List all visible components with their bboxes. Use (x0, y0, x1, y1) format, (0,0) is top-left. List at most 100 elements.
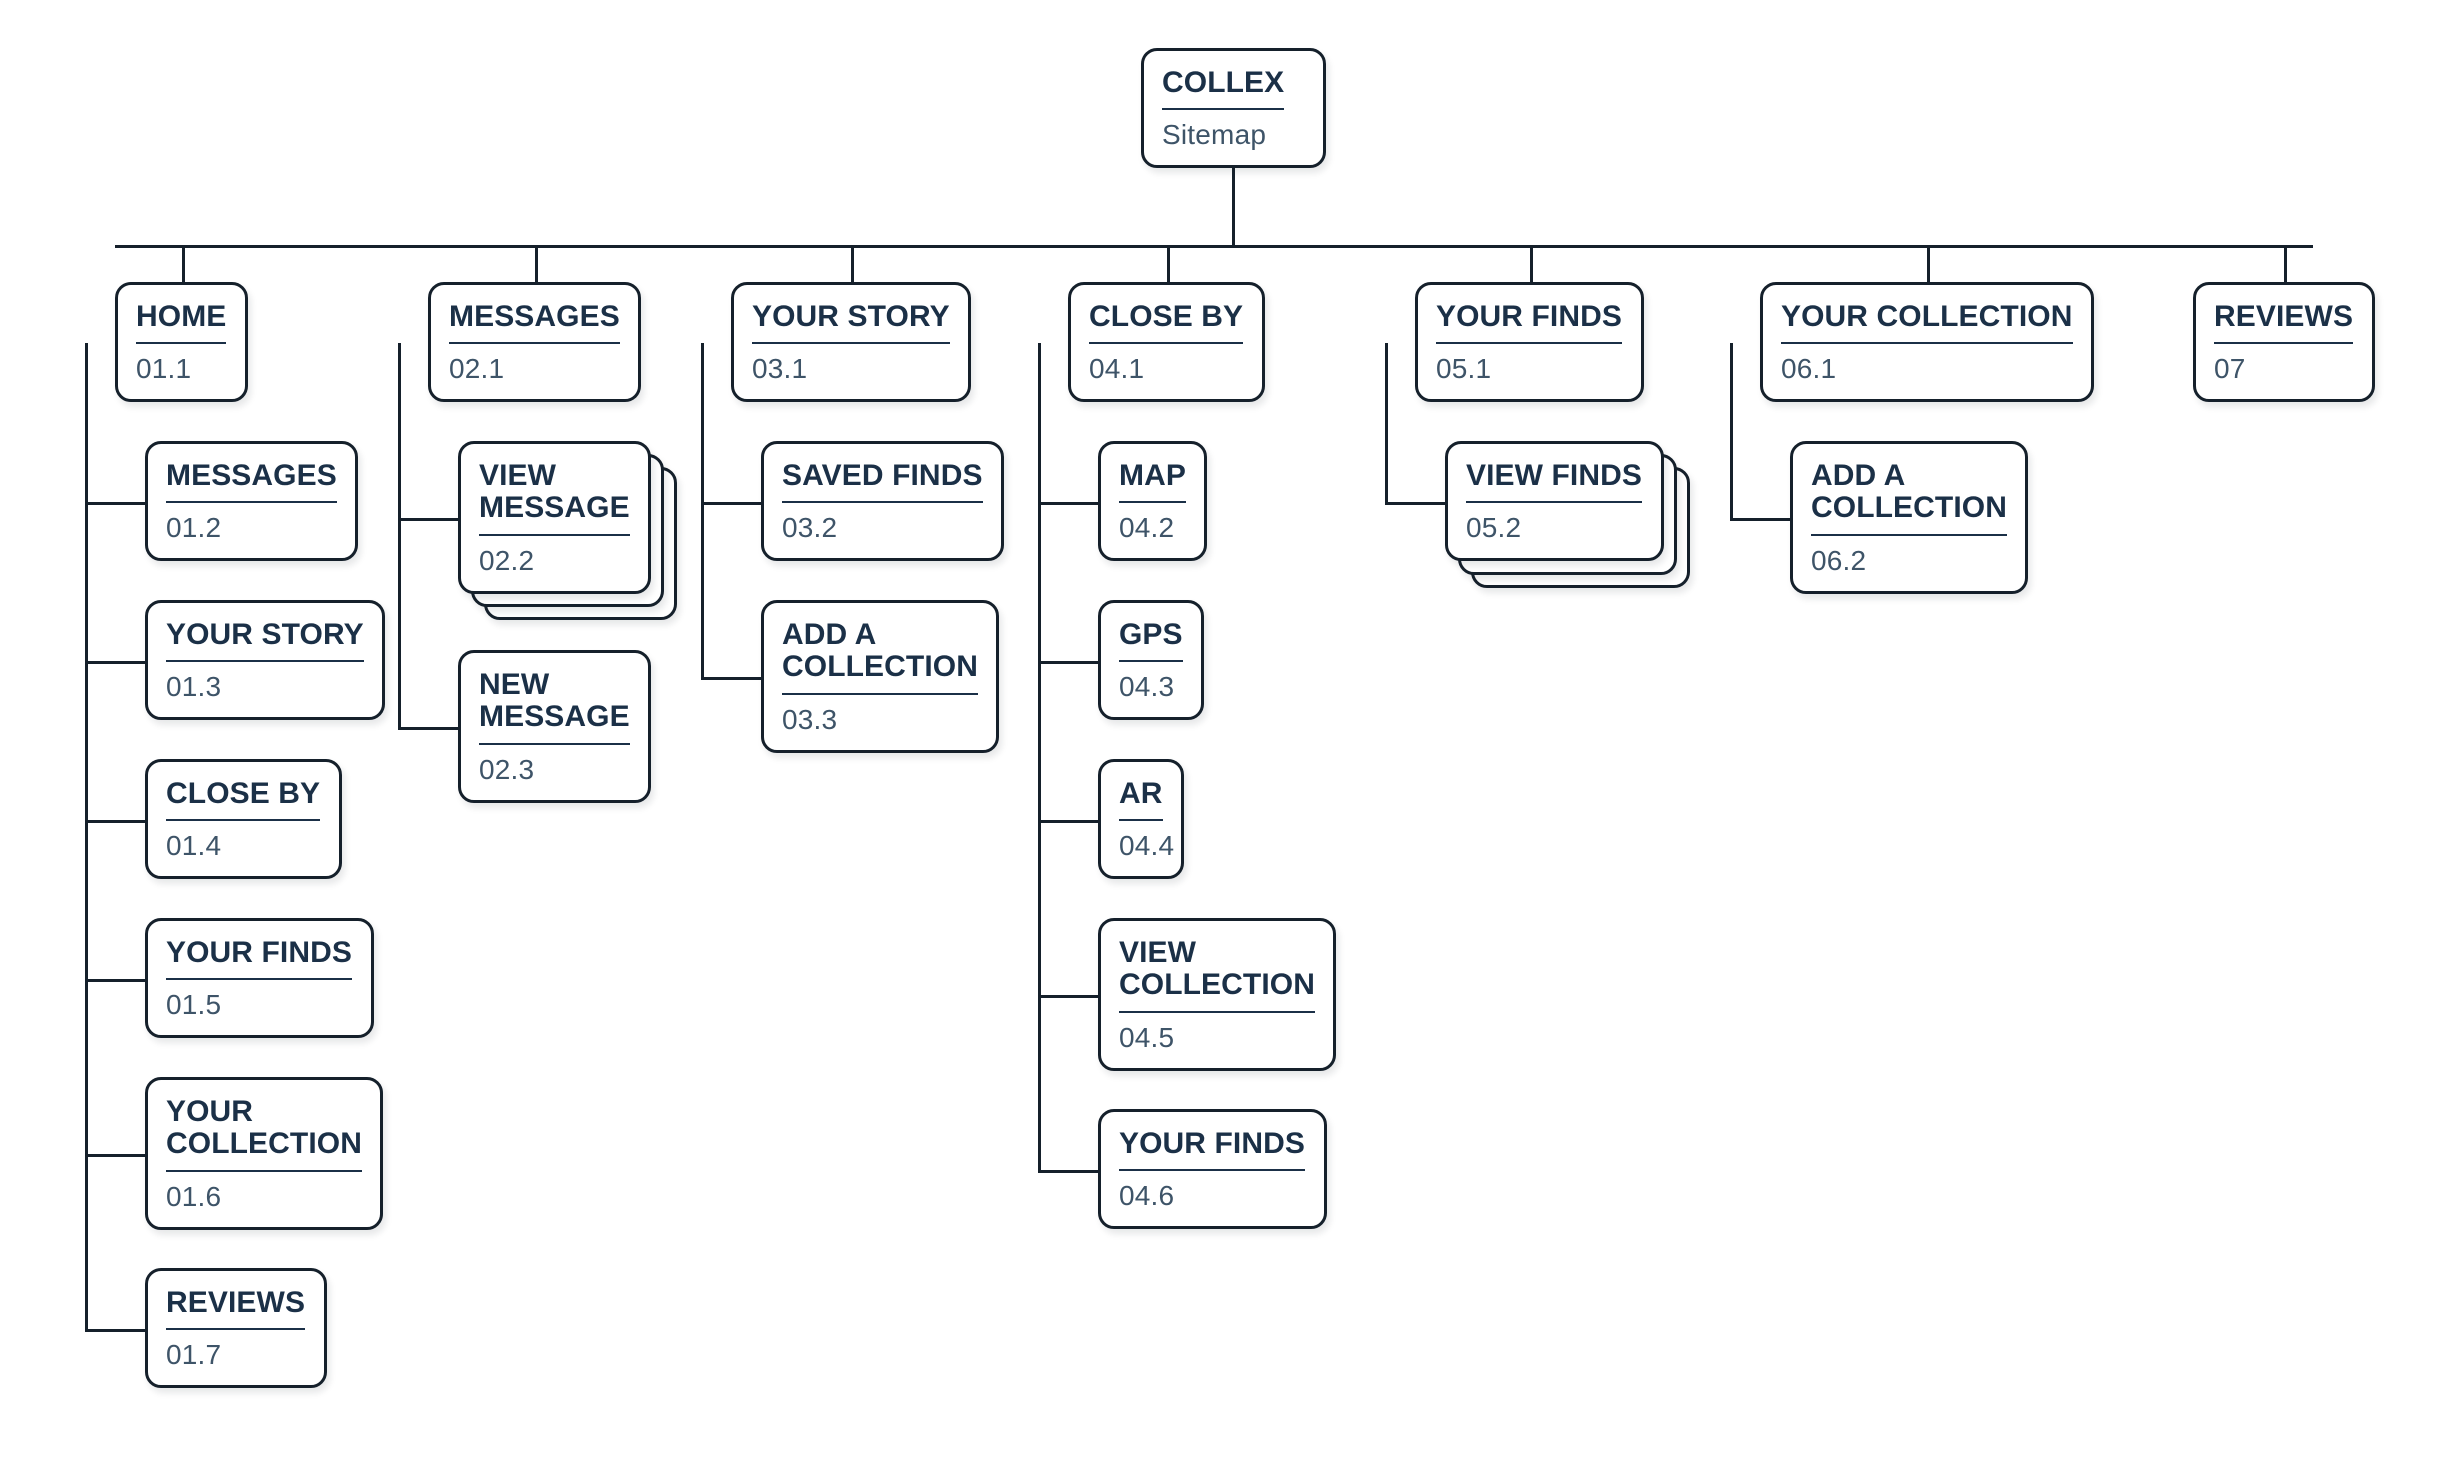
col-close-by-stub-04-2 (1038, 502, 1098, 505)
col-home-stub-01-7 (85, 1329, 145, 1332)
col-close-by-stub-04-5 (1038, 995, 1098, 998)
col-home-stub-01-3 (85, 661, 145, 664)
col-your-story-rail (701, 343, 704, 680)
col-your-collection-bus-drop (1927, 245, 1930, 282)
node-messages-02.1[interactable]: MESSAGES 02.1 (428, 282, 641, 403)
col-close-by-bus-drop (1167, 245, 1170, 282)
node-add-a-collection-06.2[interactable]: ADD A COLLECTION 06.2 (1790, 441, 2028, 594)
node-your-finds-01.5-title: YOUR FINDS (166, 936, 353, 981)
node-gps-04.3[interactable]: GPS 04.3 (1098, 600, 1204, 721)
node-add-a-collection-06.2-number: 06.2 (1811, 544, 1867, 576)
node-messages-02.1-number: 02.1 (449, 353, 505, 385)
node-add-a-collection-06.2-title: ADD A COLLECTION (1811, 459, 2007, 536)
node-new-message-02.3[interactable]: NEW MESSAGE 02.3 (458, 650, 651, 803)
node-your-story-01.3-title: YOUR STORY (166, 618, 364, 663)
root-node-number: Sitemap (1162, 119, 1267, 151)
node-view-finds-05.2-number: 05.2 (1466, 512, 1522, 544)
node-gps-04.3-title: GPS (1119, 618, 1183, 663)
node-reviews-01.7-title: REVIEWS (166, 1286, 306, 1331)
level1-bus-line (115, 245, 2313, 248)
node-reviews-07-number: 07 (2214, 353, 2246, 385)
node-close-by-04.1-title: CLOSE BY (1089, 300, 1244, 345)
node-new-message-02.3-number: 02.3 (479, 753, 535, 785)
node-map-04.2-title: MAP (1119, 459, 1186, 504)
node-home-01.1-number: 01.1 (136, 353, 192, 385)
node-messages-01.2[interactable]: MESSAGES 01.2 (145, 441, 358, 562)
node-home-01.1-title: HOME (136, 300, 227, 345)
node-close-by-01.4[interactable]: CLOSE BY 01.4 (145, 759, 342, 880)
node-messages-01.2-number: 01.2 (166, 512, 222, 544)
node-add-a-collection-03.3-title: ADD A COLLECTION (782, 618, 978, 695)
node-your-finds-04.6[interactable]: YOUR FINDS 04.6 (1098, 1109, 1327, 1230)
node-your-collection-06.1-title: YOUR COLLECTION (1781, 300, 2073, 345)
node-close-by-01.4-title: CLOSE BY (166, 777, 321, 822)
col-messages-rail (398, 343, 401, 730)
node-view-finds-05.2[interactable]: VIEW FINDS 05.2 (1445, 441, 1664, 562)
node-your-finds-05.1-title: YOUR FINDS (1436, 300, 1623, 345)
col-home-bus-drop (182, 245, 185, 282)
col-messages-stub-02-3 (398, 727, 458, 730)
node-add-a-collection-03.3[interactable]: ADD A COLLECTION 03.3 (761, 600, 999, 753)
col-reviews-bus-drop (2284, 245, 2287, 282)
node-your-collection-01.6-number: 01.6 (166, 1180, 222, 1212)
node-reviews-01.7-number: 01.7 (166, 1339, 222, 1371)
node-close-by-04.1-number: 04.1 (1089, 353, 1145, 385)
col-close-by-stub-04-3 (1038, 661, 1098, 664)
node-your-finds-01.5[interactable]: YOUR FINDS 01.5 (145, 918, 374, 1039)
node-reviews-07-title: REVIEWS (2214, 300, 2354, 345)
col-your-story-stub-03-2 (701, 502, 761, 505)
node-your-finds-01.5-number: 01.5 (166, 989, 222, 1021)
node-reviews-01.7[interactable]: REVIEWS 01.7 (145, 1268, 327, 1389)
col-messages-stub-02-2 (398, 518, 458, 521)
node-view-finds-05.2-title: VIEW FINDS (1466, 459, 1643, 504)
col-your-finds-stub-05-2 (1385, 502, 1445, 505)
node-view-collection-04.5-title: VIEW COLLECTION (1119, 936, 1315, 1013)
col-your-story-stub-03-3 (701, 677, 761, 680)
col-home-stub-01-4 (85, 820, 145, 823)
root-drop-line (1232, 158, 1235, 248)
col-home-rail (85, 343, 88, 1332)
node-map-04.2[interactable]: MAP 04.2 (1098, 441, 1207, 562)
node-close-by-01.4-number: 01.4 (166, 830, 222, 862)
node-reviews-07[interactable]: REVIEWS 07 (2193, 282, 2375, 403)
col-your-collection-stub-06-2 (1730, 518, 1790, 521)
col-your-finds-bus-drop (1530, 245, 1533, 282)
node-messages-02.1-title: MESSAGES (449, 300, 620, 345)
col-your-story-bus-drop (851, 245, 854, 282)
node-your-story-03.1-title: YOUR STORY (752, 300, 950, 345)
node-your-collection-06.1-number: 06.1 (1781, 353, 1837, 385)
root-node-title: COLLEX (1162, 66, 1285, 111)
node-your-collection-01.6-title: YOUR COLLECTION (166, 1095, 362, 1172)
node-view-collection-04.5[interactable]: VIEW COLLECTION 04.5 (1098, 918, 1336, 1071)
col-home-stub-01-5 (85, 979, 145, 982)
node-map-04.2-number: 04.2 (1119, 512, 1175, 544)
node-home-01.1[interactable]: HOME 01.1 (115, 282, 248, 403)
node-your-story-03.1-number: 03.1 (752, 353, 808, 385)
col-close-by-stub-04-4 (1038, 820, 1098, 823)
node-view-collection-04.5-number: 04.5 (1119, 1021, 1175, 1053)
node-ar-04.4-number: 04.4 (1119, 830, 1175, 862)
node-messages-01.2-title: MESSAGES (166, 459, 337, 504)
col-close-by-stub-04-6 (1038, 1170, 1098, 1173)
node-your-collection-06.1[interactable]: YOUR COLLECTION 06.1 (1760, 282, 2094, 403)
node-view-message-02.2-number: 02.2 (479, 544, 535, 576)
col-your-finds-rail (1385, 343, 1388, 505)
node-gps-04.3-number: 04.3 (1119, 671, 1175, 703)
node-new-message-02.3-title: NEW MESSAGE (479, 668, 630, 745)
node-add-a-collection-03.3-number: 03.3 (782, 703, 838, 735)
root-node-collex[interactable]: COLLEX Sitemap (1141, 48, 1326, 169)
col-close-by-rail (1038, 343, 1041, 1173)
node-your-collection-01.6[interactable]: YOUR COLLECTION 01.6 (145, 1077, 383, 1230)
node-saved-finds-03.2-number: 03.2 (782, 512, 838, 544)
node-your-finds-04.6-title: YOUR FINDS (1119, 1127, 1306, 1172)
node-your-finds-04.6-number: 04.6 (1119, 1180, 1175, 1212)
node-close-by-04.1[interactable]: CLOSE BY 04.1 (1068, 282, 1265, 403)
col-home-stub-01-6 (85, 1154, 145, 1157)
node-your-story-03.1[interactable]: YOUR STORY 03.1 (731, 282, 971, 403)
